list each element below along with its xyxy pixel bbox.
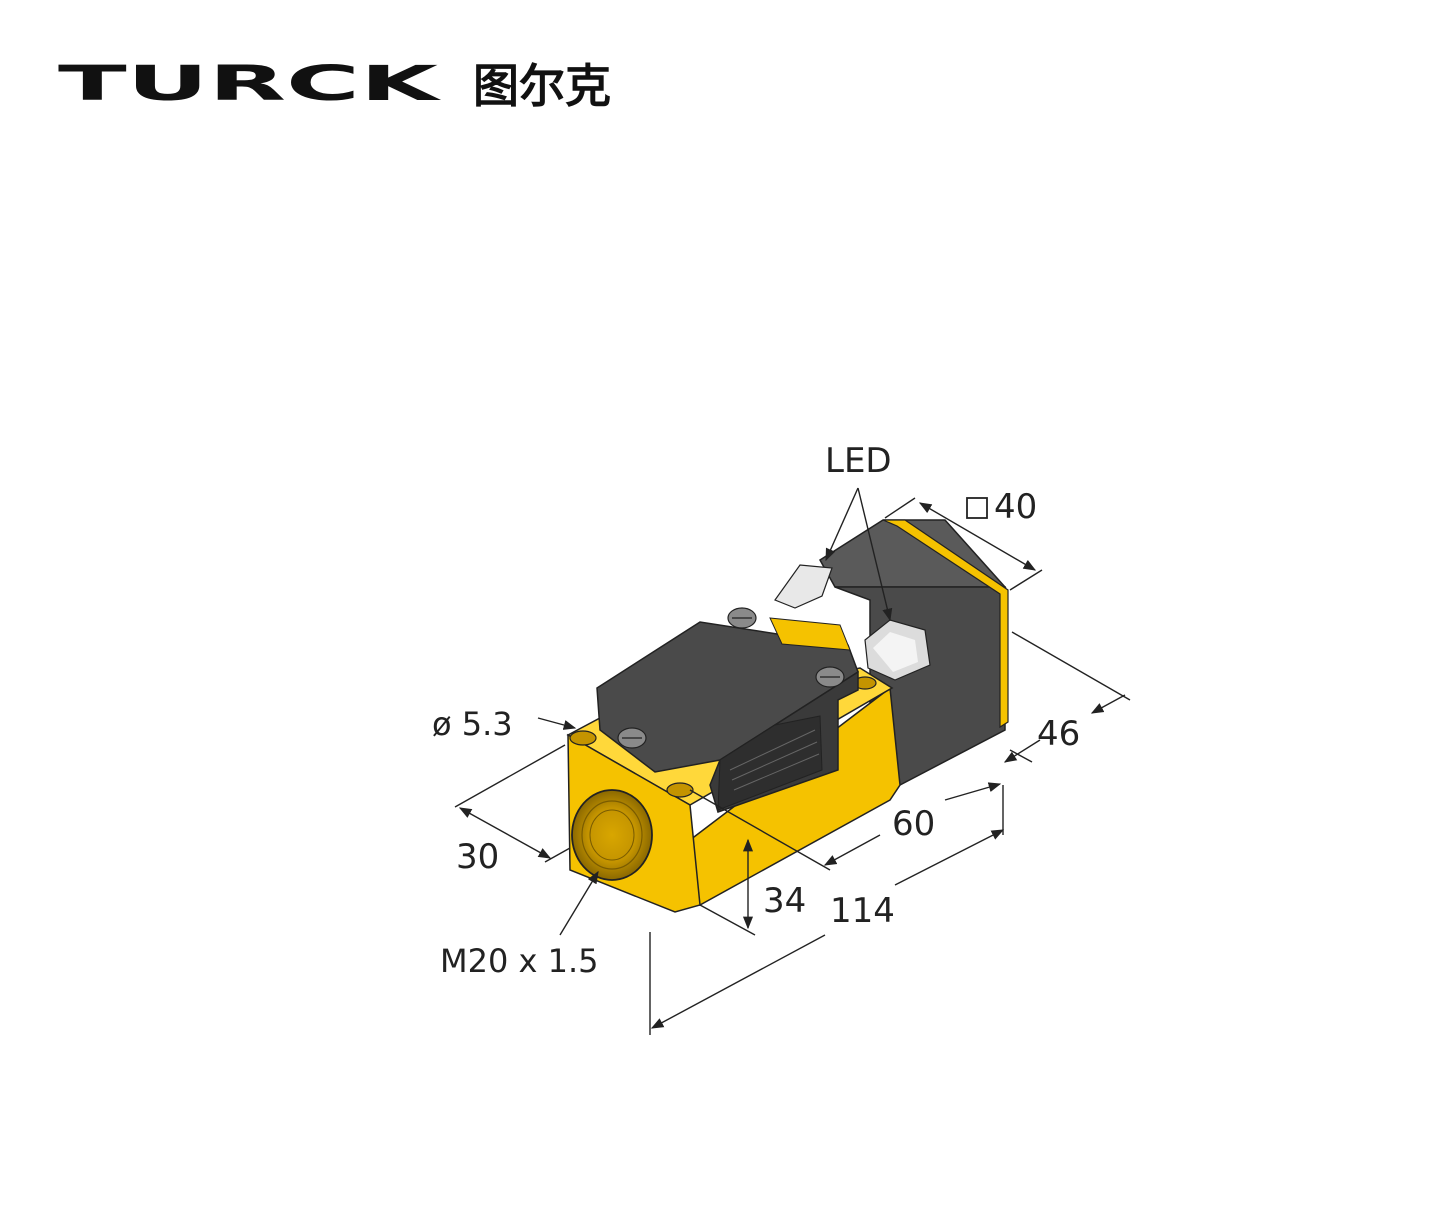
head-length-label: 46	[1037, 714, 1080, 754]
cover-label	[769, 617, 851, 651]
thread-leader	[559, 870, 599, 936]
led-label: LED	[825, 441, 892, 481]
total-length-label: 114	[830, 891, 895, 931]
thread-label: M20 x 1.5	[440, 942, 599, 980]
turck-logo-text: TURCK	[58, 58, 442, 112]
height-label: 34	[763, 881, 806, 921]
screw-icon	[727, 607, 757, 629]
screw-icon	[617, 727, 647, 749]
dimension-lines	[454, 487, 1131, 1035]
led-leader-line	[825, 487, 859, 562]
mounting-hole-icon	[666, 782, 694, 798]
turck-logo: TURCK 图尔克	[58, 56, 611, 113]
body-length-dim-line	[944, 782, 1002, 801]
brand-chinese-name: 图尔克	[473, 59, 611, 113]
hole-diameter-label: ø 5.3	[432, 705, 513, 743]
square-symbol-icon	[966, 497, 988, 519]
head-length-dim-line	[1090, 694, 1126, 714]
led-leader-line	[857, 487, 893, 622]
hole-diameter-leader	[537, 717, 577, 730]
led-lens-top-icon	[774, 564, 833, 609]
thread-bore-icon	[571, 789, 653, 881]
screw-icon	[815, 666, 845, 688]
width-label: 30	[456, 837, 499, 877]
square-size-label: 40	[994, 487, 1037, 527]
mounting-hole-icon	[569, 730, 597, 746]
brand-header: TURCK 图尔克	[58, 56, 658, 118]
square-size-dim-line	[918, 502, 1037, 571]
total-length-dim-line	[894, 829, 1005, 886]
terminal-cover	[596, 607, 859, 813]
width-dim-line	[458, 807, 552, 859]
body-length-label: 60	[892, 804, 935, 844]
